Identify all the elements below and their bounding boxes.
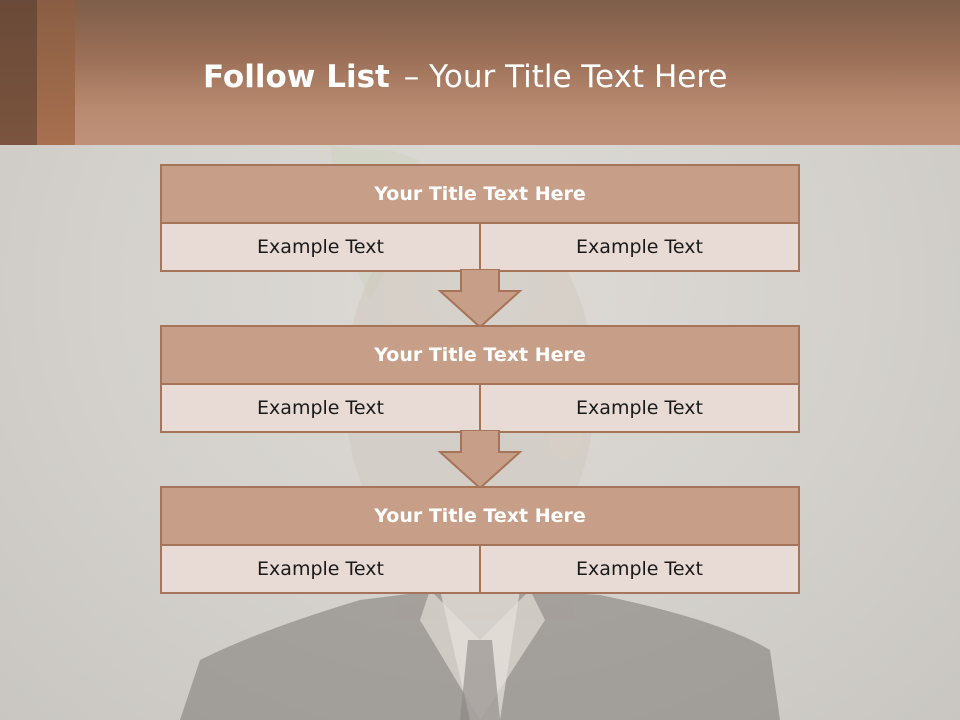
header-accent-dark	[0, 0, 37, 145]
header-accent-mid	[37, 0, 75, 145]
block-cell-right: Example Text	[479, 224, 798, 270]
block-cell-left: Example Text	[162, 546, 479, 592]
block-row: Example Text Example Text	[162, 224, 798, 270]
page-title-bold: Follow List	[203, 59, 390, 95]
follow-block-3: Your Title Text Here Example Text Exampl…	[160, 486, 800, 594]
block-row: Example Text Example Text	[162, 546, 798, 592]
block-cell-right: Example Text	[479, 546, 798, 592]
block-title: Your Title Text Here	[162, 166, 798, 224]
block-row: Example Text Example Text	[162, 385, 798, 431]
down-arrow-icon	[437, 430, 523, 490]
block-cell-left: Example Text	[162, 385, 479, 431]
follow-block-1: Your Title Text Here Example Text Exampl…	[160, 164, 800, 272]
page-title-rest: – Your Title Text Here	[403, 59, 728, 95]
block-title: Your Title Text Here	[162, 488, 798, 546]
block-cell-left: Example Text	[162, 224, 479, 270]
block-title: Your Title Text Here	[162, 327, 798, 385]
block-cell-right: Example Text	[479, 385, 798, 431]
follow-block-2: Your Title Text Here Example Text Exampl…	[160, 325, 800, 433]
header-bar	[0, 0, 960, 145]
page-title: Follow List – Your Title Text Here	[203, 53, 727, 101]
down-arrow-icon	[437, 269, 523, 329]
